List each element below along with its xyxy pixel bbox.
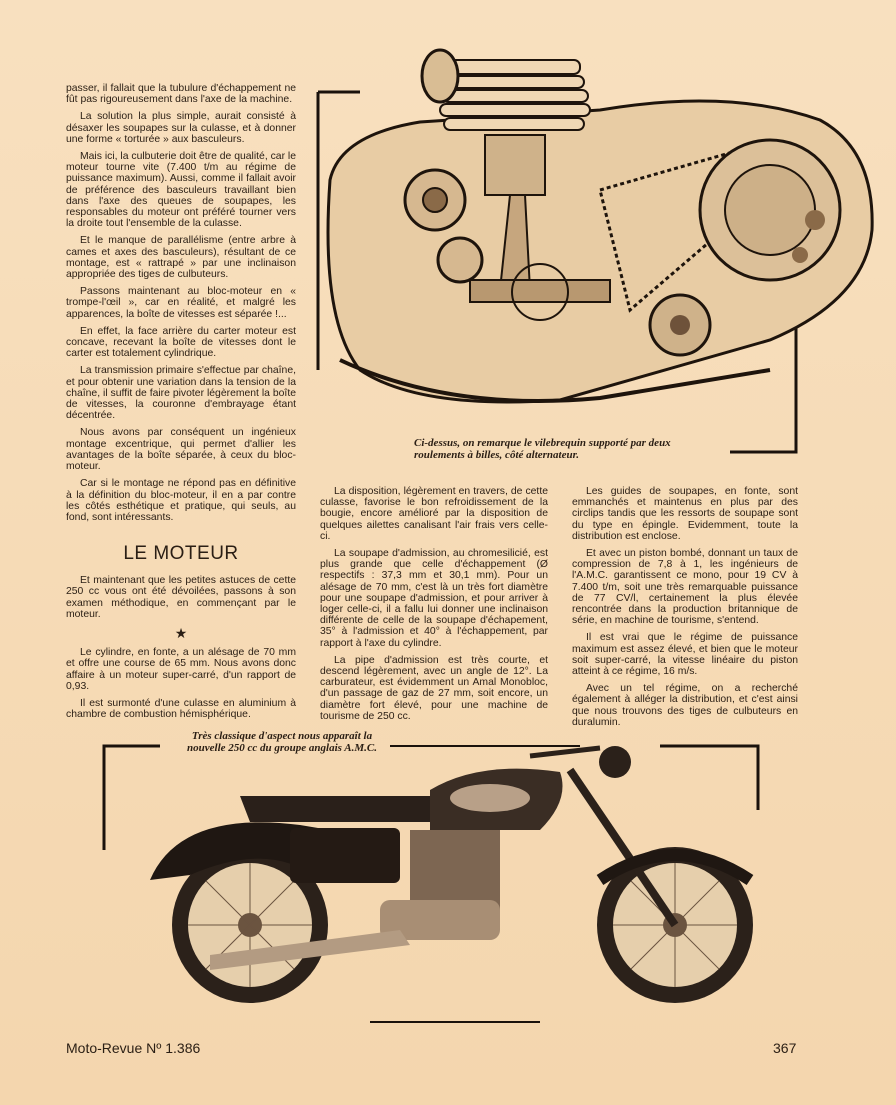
paragraph: passer, il fallait que la tubulure d'éch… xyxy=(66,83,296,106)
paragraph: Et avec un piston bombé, donnant un taux… xyxy=(572,548,798,627)
engine-cutaway-illustration xyxy=(316,48,874,454)
motorcycle-photo xyxy=(102,744,760,1023)
paragraph: Nous avons par conséquent un ingénieux m… xyxy=(66,427,296,473)
star-separator: ★ xyxy=(174,624,188,641)
engine-caption: Ci-dessus, on remarque le vilebrequin su… xyxy=(414,437,671,461)
paragraph: Et maintenant que les petites astuces de… xyxy=(66,575,296,620)
page-number: 367 xyxy=(773,1040,797,1056)
paragraph: La disposition, légèrement en travers, d… xyxy=(320,486,548,542)
section-heading: LE MOTEUR xyxy=(123,543,239,565)
paragraph: En effet, la face arrière du carter mote… xyxy=(66,325,296,360)
text-column-right: Les guides de soupapes, en fonte, sont e… xyxy=(572,486,798,734)
paragraph: Il est vrai que le régime de puissance m… xyxy=(572,632,798,678)
paragraph: Il est surmonté d'une culasse en alumini… xyxy=(66,697,296,721)
paragraph: La solution la plus simple, aurait consi… xyxy=(66,111,296,145)
paragraph: La pipe d'admission est très courte, et … xyxy=(320,654,548,722)
paragraph: Les guides de soupapes, en fonte, sont e… xyxy=(572,486,798,542)
magazine-issue: Moto-Revue Nº 1.386 xyxy=(66,1040,201,1056)
paragraph: Avec un tel régime, on a recherché égale… xyxy=(572,683,798,728)
text-column-middle: La disposition, légèrement en travers, d… xyxy=(320,486,548,728)
paragraph: Car si le montage ne répond pas en défin… xyxy=(66,478,296,523)
text-column-left: passer, il fallait que la tubulure d'éch… xyxy=(66,83,296,726)
paragraph: La transmission primaire s'effectue par … xyxy=(66,365,296,422)
paragraph: Passons maintenant au bloc-moteur en « t… xyxy=(66,286,296,320)
paragraph: Et le manque de parallélisme (entre arbr… xyxy=(66,235,296,281)
motorcycle-caption: Très classique d'aspect nous apparaît la… xyxy=(187,730,377,754)
paragraph: Mais ici, la culbuterie doit être de qua… xyxy=(66,151,297,230)
paragraph: Le cylindre, en fonte, a un alésage de 7… xyxy=(66,647,296,692)
paragraph: La soupape d'admission, au chromesilicié… xyxy=(320,548,548,649)
